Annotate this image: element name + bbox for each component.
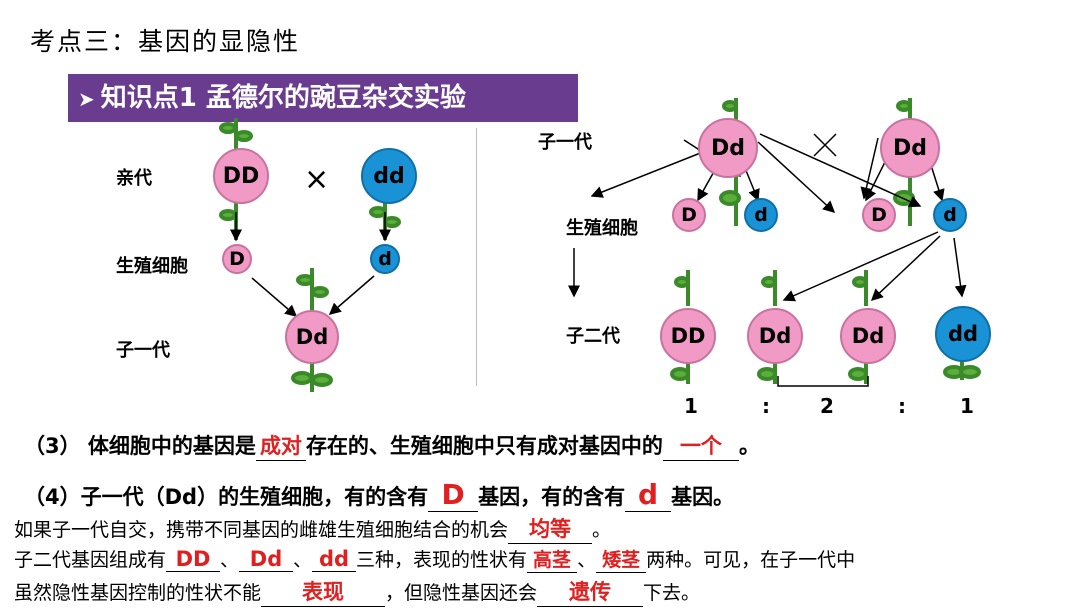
answer-text: 均等 (529, 517, 572, 541)
ratio-colon: : (762, 394, 770, 418)
gamete-right-d-recessive: d (933, 198, 967, 232)
separator: 、 (577, 549, 597, 571)
f2-genotype: dd (935, 306, 991, 362)
f2-genotype: DD (660, 308, 716, 364)
answer-blank: 高茎 (527, 545, 578, 573)
line-2-prefix: 子二代基因组成有 (14, 549, 167, 571)
f2-genotype: Dd (747, 308, 803, 364)
statement-3-prefix: （3） 体细胞中的基因是 (24, 434, 256, 458)
paragraph-line-1: 如果子一代自交，携带不同基因的雌雄生殖细胞结合的机会均等。 (14, 513, 611, 544)
gamete-d-recessive: d (370, 244, 400, 274)
ratio-value: 2 (820, 394, 834, 418)
label-gamete: 生殖细胞 (116, 256, 188, 277)
answer-text: 矮茎 (602, 549, 641, 571)
f2-genotype: Dd (840, 308, 896, 364)
answer-blank: 矮茎 (596, 545, 647, 573)
answer-text: D (441, 478, 465, 511)
answer-blank: 成对 (255, 430, 306, 461)
separator: 、 (220, 549, 240, 571)
answer-text: 高茎 (533, 549, 572, 571)
answer-blank: d (625, 478, 672, 512)
statement-4: （4）子一代（Dd）的生殖细胞，有的含有 D 基因，有的含有 d 基因。 (24, 478, 734, 512)
answer-blank: D (428, 478, 479, 512)
slide-title: 考点三：基因的显隐性 (30, 27, 301, 56)
line-3-prefix: 虽然隐性基因控制的性状不能 (14, 582, 262, 604)
answer-blank: 均等 (508, 513, 593, 544)
paragraph-line-3: 虽然隐性基因控制的性状不能 表现 ，但隐性基因还会 遗传 下去。 (14, 576, 700, 607)
f1-left-dd: Dd (698, 118, 758, 178)
label-f1: 子一代 (116, 340, 170, 361)
gamete-left-d-recessive: d (744, 198, 778, 232)
line-2-end: 两种。可见，在子一代中 (646, 549, 856, 571)
answer-text: 成对 (259, 434, 302, 458)
arrow-icon: ➤ (78, 87, 95, 111)
line-3-mid: ，但隐性基因还会 (385, 582, 538, 604)
answer-text: DD (175, 547, 211, 571)
statement-4-mid: 基因，有的含有 (478, 485, 626, 509)
answer-blank: Dd (239, 547, 294, 572)
label-f2: 子二代 (566, 326, 620, 347)
ratio-value: 1 (960, 394, 974, 418)
divider-line (476, 128, 477, 386)
cross-symbol: × (304, 162, 330, 197)
answer-text: 表现 (302, 580, 345, 604)
line-1-prefix: 如果子一代自交，携带不同基因的雌雄生殖细胞结合的机会 (14, 519, 509, 541)
ratio-value: 1 (684, 394, 698, 418)
answer-blank: 表现 (261, 576, 386, 607)
section-banner: ➤知识点1 孟德尔的豌豆杂交实验 (68, 74, 578, 122)
line-1-end: 。 (592, 519, 612, 541)
answer-text: 一个 (679, 434, 722, 458)
gamete-d-dominant: D (222, 244, 252, 274)
statement-3-mid: 存在的、生殖细胞中只有成对基因中的 (305, 434, 663, 458)
gamete-right-d-dominant: D (862, 198, 896, 232)
label-right-gamete: 生殖细胞 (566, 218, 638, 239)
statement-4-prefix: （4）子一代（Dd）的生殖细胞，有的含有 (24, 485, 429, 509)
label-parent: 亲代 (116, 168, 152, 189)
label-right-f1: 子一代 (538, 132, 592, 153)
line-2-mid: 三种，表现的性状有 (356, 549, 528, 571)
separator: 、 (293, 549, 313, 571)
line-3-end: 下去。 (643, 582, 701, 604)
answer-text: d (638, 478, 659, 511)
parent-dd-dominant: DD (213, 148, 269, 204)
answer-text: 遗传 (569, 580, 612, 604)
ratio-colon: : (898, 394, 906, 418)
statement-3: （3） 体细胞中的基因是成对存在的、生殖细胞中只有成对基因中的一个。 (24, 430, 760, 461)
answer-blank: 遗传 (537, 576, 644, 607)
statement-3-end: 。 (738, 434, 760, 458)
f1-dd: Dd (285, 310, 339, 364)
parent-dd-recessive: dd (361, 148, 417, 204)
gamete-left-d-dominant: D (672, 198, 706, 232)
answer-text: Dd (249, 547, 283, 571)
answer-text: dd (319, 547, 350, 571)
banner-text: 知识点1 孟德尔的豌豆杂交实验 (100, 83, 466, 113)
answer-blank: 一个 (662, 430, 739, 461)
answer-blank: DD (166, 547, 221, 572)
statement-4-end: 基因。 (671, 485, 735, 509)
f1-right-dd: Dd (880, 118, 940, 178)
answer-blank: dd (312, 547, 357, 572)
